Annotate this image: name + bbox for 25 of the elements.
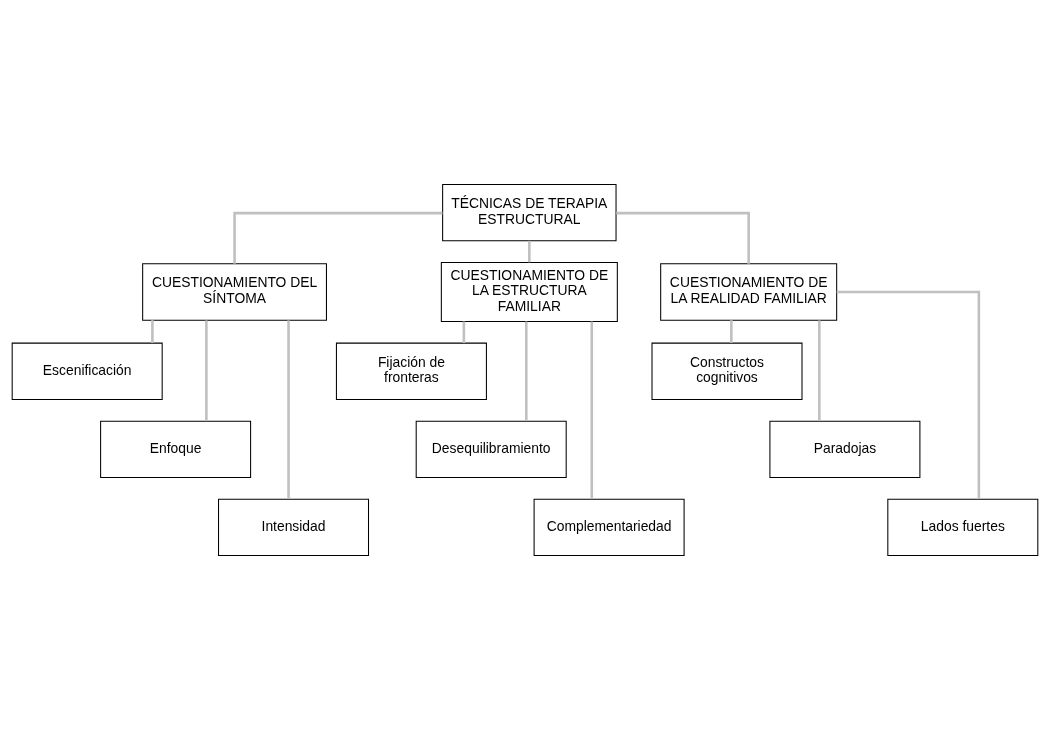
node-box: TÉCNICAS DE TERAPIA ESTRUCTURAL: [442, 183, 617, 242]
connector: [730, 320, 733, 343]
node-box: CUESTIONAMIENTO DEL SÍNTOMA: [142, 263, 327, 321]
node-box: Paradojas: [769, 420, 921, 478]
connector: [528, 240, 531, 263]
node-box: Complementariedad: [533, 498, 685, 557]
node-box: Intensidad: [218, 498, 370, 557]
connector: [616, 211, 750, 264]
connector: [818, 320, 821, 422]
connector: [205, 320, 208, 422]
node-box: Enfoque: [100, 420, 252, 478]
node-box: Escenificación: [11, 342, 163, 400]
connector: [590, 321, 594, 499]
node-box: Desequilibramiento: [415, 420, 567, 478]
node-box: CUESTIONAMIENTO DE LA ESTRUCTURA FAMILIAR: [440, 262, 618, 322]
connector: [836, 290, 981, 499]
node-box: Lados fuertes: [887, 498, 1039, 557]
connector: [287, 320, 290, 499]
connector: [233, 211, 443, 264]
node-box: Fijación de fronteras: [335, 342, 487, 400]
connector: [525, 321, 528, 421]
connector: [151, 320, 154, 343]
connector: [462, 321, 466, 344]
node-box: CUESTIONAMIENTO DE LA REALIDAD FAMILIAR: [660, 263, 838, 321]
node-box: Constructos cognitivos: [651, 342, 803, 400]
